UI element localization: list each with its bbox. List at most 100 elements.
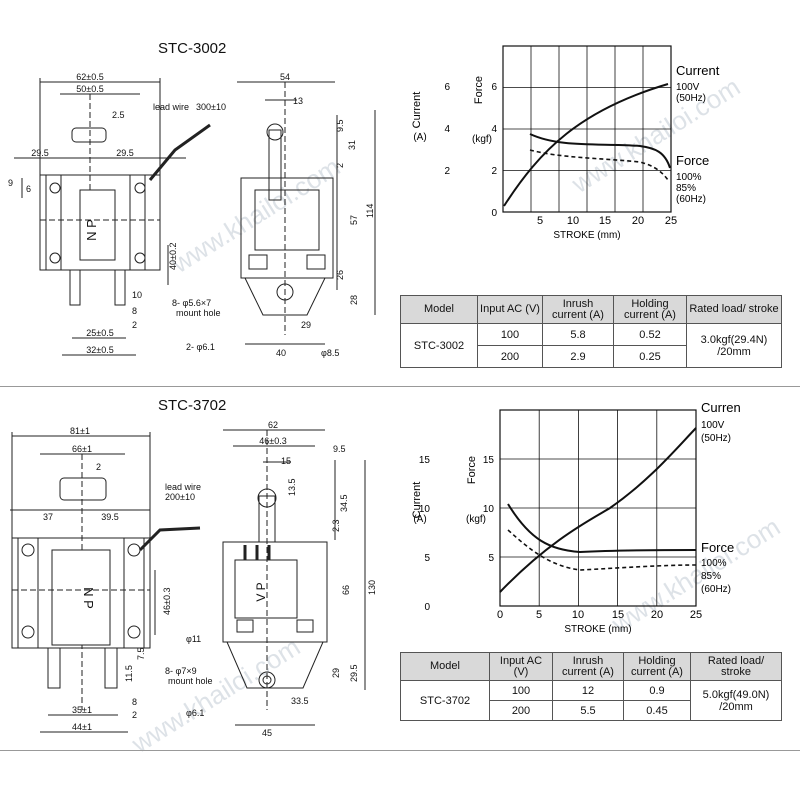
current-curve [503, 83, 669, 207]
dim-label: 26 [335, 270, 345, 280]
col-header: Model [400, 652, 490, 681]
y-tick-label: 15 [419, 455, 431, 466]
col-header: Holding current (A) [613, 295, 687, 324]
hole-diameter-label: φ11 [186, 634, 201, 644]
y-tick-label: 2 [444, 166, 450, 177]
y-tick-label: 4 [444, 124, 450, 135]
y-left-axis-unit: (A) [413, 514, 426, 525]
y-left-axis-label: Current [411, 482, 423, 519]
mount-hole-label: 8- φ7×9 [165, 666, 197, 676]
dim-label: 66±1 [72, 444, 92, 454]
col-header: Input AC (V) [489, 652, 553, 681]
dim-label: 45 [262, 728, 272, 738]
model-cell: STC-3002 [400, 323, 478, 368]
x-axis-label: STROKE (mm) [564, 624, 631, 635]
dim-label: 6 [26, 184, 31, 194]
dim-label: 29 [301, 320, 311, 330]
front-view-drawing: 62±0.5 50±0.5 2.5 29.5 29.5 9 6 40±0.2 1… [8, 72, 226, 356]
y-tick-label: 4 [491, 124, 497, 135]
current-curve [499, 427, 697, 593]
side-view-drawing: 54 13 9.5 31 57 114 2 26 28 29 40 φ8.5 [237, 72, 376, 358]
dim-label: 46±0.3 [162, 588, 172, 615]
y-tick-label: 0 [491, 208, 497, 219]
side-view-drawing: 62 46±0.3 9.5 15 13.5 34.5 2.3 66 130 29… [222, 420, 377, 738]
dim-label: 39.5 [101, 512, 119, 522]
force-label: Force [701, 540, 734, 555]
dim-label: 2 [132, 320, 137, 330]
y-tick-label: 2 [491, 166, 497, 177]
dim-label: 2 [132, 710, 137, 720]
x-tick-label: 25 [690, 609, 702, 621]
dim-label: 8 [132, 697, 137, 707]
current-note: (50Hz) [701, 433, 731, 444]
force-100-curve [529, 133, 671, 169]
y-tick-label: 6 [444, 82, 450, 93]
dim-label: 15 [281, 456, 291, 466]
force-note: 85% [676, 183, 696, 194]
table-cell: 100 [489, 680, 553, 701]
dim-label: 44±1 [72, 722, 92, 732]
mount-hole-label: mount hole [168, 676, 213, 686]
coil-label: V P [254, 582, 268, 601]
x-tick-label: 15 [599, 215, 611, 227]
x-tick-label: 5 [536, 609, 542, 621]
x-tick-label: 10 [567, 215, 579, 227]
x-tick-label: 0 [497, 609, 503, 621]
y-tick-label: 10 [419, 504, 431, 515]
dim-label: 29.5 [116, 148, 134, 158]
front-view-drawing: 81±1 66±1 2 37 39.5 46±0.3 7.5 11.5 8 2 … [10, 426, 213, 733]
rated-cell: 3.0kgf(29.4N) /20mm [686, 323, 782, 368]
dim-label: 66 [341, 585, 351, 595]
dim-label: 8 [132, 306, 137, 316]
current-note: 100V [676, 82, 700, 93]
hole-diameter-label: 2- φ6.1 [186, 342, 215, 352]
lead-wire-label: lead wire [153, 102, 189, 112]
force-note: 100% [676, 172, 702, 183]
dim-label: 9.5 [335, 119, 345, 132]
current-note: (50Hz) [676, 93, 706, 104]
table-cell: 200 [489, 700, 553, 721]
dim-label: 28 [349, 295, 359, 305]
table-cell: 0.52 [613, 323, 687, 346]
dim-label: 29.5 [349, 664, 359, 682]
section-divider [0, 750, 800, 751]
dim-label: 9.5 [333, 444, 346, 454]
y-tick-label: 15 [483, 455, 495, 466]
dim-label: 25±0.5 [86, 328, 113, 338]
col-header: Inrush current (A) [552, 652, 624, 681]
y-right-axis-unit: (kgf) [472, 134, 492, 145]
dim-label: 29.5 [31, 148, 49, 158]
table-cell: 200 [477, 345, 543, 368]
x-tick-label: 20 [632, 215, 644, 227]
lead-wire-label: lead wire [165, 482, 201, 492]
dim-label: 57 [349, 215, 359, 225]
dim-label: 50±0.5 [76, 84, 103, 94]
mount-hole-label: mount hole [176, 308, 221, 318]
y-tick-label: 5 [424, 553, 430, 564]
dim-label: 62±0.5 [76, 72, 103, 82]
dim-label: 33.5 [291, 696, 309, 706]
dim-label: 32±0.5 [86, 345, 113, 355]
force-note: 85% [701, 571, 721, 582]
col-header: Model [400, 295, 478, 324]
y-right-axis-unit: (kgf) [466, 514, 486, 525]
spec-table: Model Input AC (V) Inrush current (A) Ho… [400, 295, 782, 368]
y-left-axis-unit: (A) [413, 132, 426, 143]
dim-label: 40 [276, 348, 286, 358]
col-header: Rated load/ stroke [690, 652, 782, 681]
dim-label: 130 [367, 580, 377, 595]
spec-table: Model Input AC (V) Inrush current (A) Ho… [400, 652, 782, 721]
y-right-axis-label: Force [466, 456, 478, 484]
table-cell: 12 [552, 680, 624, 701]
col-header: Holding current (A) [623, 652, 691, 681]
dim-label: 13 [293, 96, 303, 106]
dim-label: 2 [96, 462, 101, 472]
force-note: 100% [701, 558, 727, 569]
section-divider [0, 386, 800, 387]
col-header: Inrush current (A) [542, 295, 614, 324]
current-label: Current [676, 63, 720, 78]
table-cell: 0.25 [613, 345, 687, 368]
col-header: Input AC (V) [477, 295, 543, 324]
